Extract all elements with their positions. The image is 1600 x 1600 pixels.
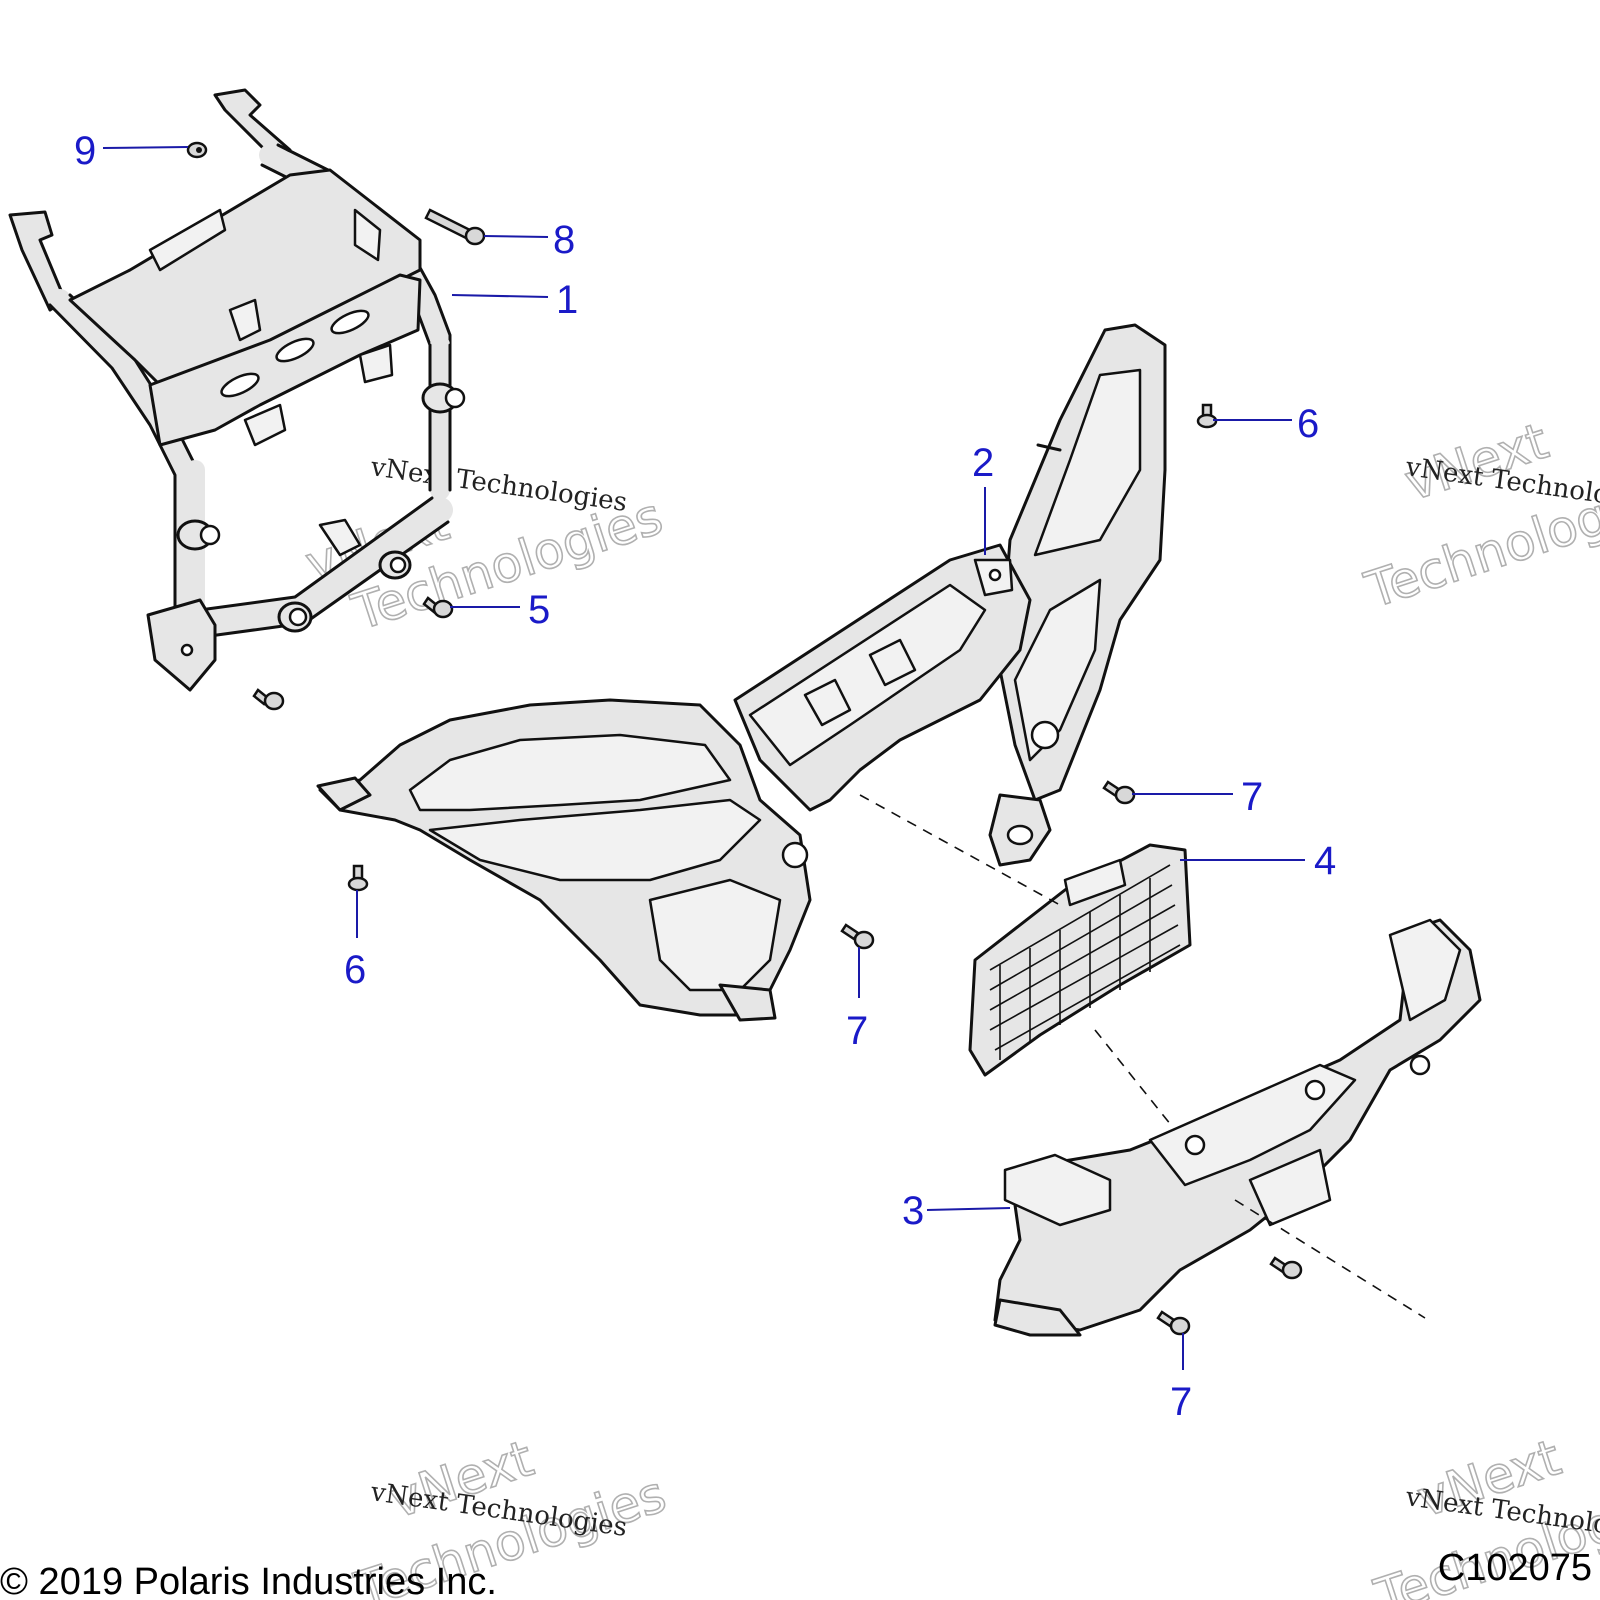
callout-labels: 9 8 1 2 6 5 7 4 6 7 3 7 — [74, 129, 1336, 1424]
part-1-bumper-frame — [8, 88, 466, 692]
part-4-mesh-grille — [968, 843, 1192, 1077]
assembly-lines — [859, 794, 1426, 1319]
leader-lines — [102, 146, 1305, 1370]
part-2-front-fascia — [316, 323, 1167, 1022]
callout-4: 4 — [1314, 839, 1336, 883]
fastener-9-nut — [186, 141, 208, 159]
diagram-code: C102075 — [1438, 1547, 1592, 1589]
part-3-lower-skid — [993, 918, 1482, 1337]
fastener-6-right — [1196, 403, 1218, 429]
callout-5: 5 — [528, 588, 550, 632]
callout-6-left: 6 — [344, 948, 366, 992]
callout-1: 1 — [556, 278, 578, 322]
fastener-7-middle — [840, 923, 875, 950]
fastener-bolt-frame-bottom — [252, 688, 285, 711]
callout-6-right: 6 — [1297, 402, 1319, 446]
callout-3: 3 — [902, 1189, 924, 1233]
callout-9: 9 — [74, 129, 96, 173]
callout-7-upper: 7 — [1241, 775, 1263, 819]
copyright-text: © 2019 Polaris Industries Inc. — [0, 1561, 497, 1600]
callout-7-lower: 7 — [1170, 1380, 1192, 1424]
callout-2: 2 — [972, 441, 994, 485]
callout-7-middle: 7 — [846, 1009, 868, 1053]
fastener-5-bolt — [422, 596, 454, 619]
fastener-bolt-skid — [1269, 1256, 1303, 1280]
fastener-7-lower — [1156, 1310, 1191, 1336]
callout-8: 8 — [553, 218, 575, 262]
fastener-8-long-bolt — [424, 208, 486, 246]
fastener-7-upper — [1102, 780, 1136, 805]
fastener-6-left — [347, 864, 369, 892]
grille-mesh-pattern — [989, 864, 1181, 1060]
watermark-top-right: vNext Technologies vNext Technologies — [1357, 411, 1600, 620]
